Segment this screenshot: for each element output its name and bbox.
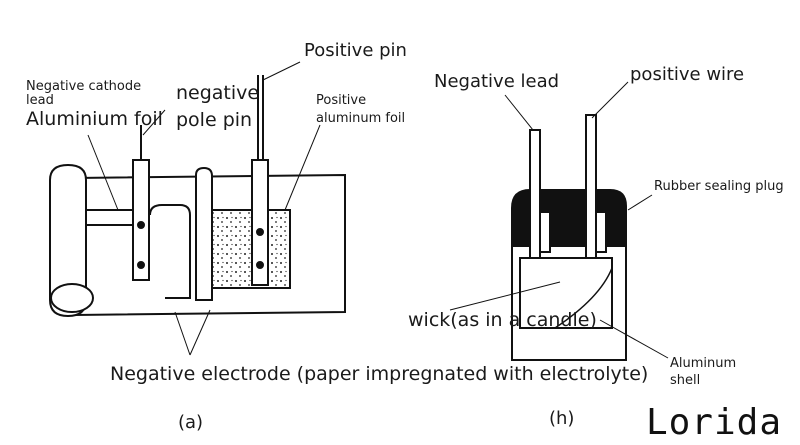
label-positive-aluminum-foil: Positive aluminum foil	[316, 93, 406, 126]
negative-foil-sheet	[86, 209, 141, 226]
label-aluminium-foil: Aluminium foil	[26, 108, 163, 130]
label-negative-lead: Negative lead	[434, 71, 560, 92]
negative-lead-wire	[529, 129, 541, 259]
diagram-a	[49, 61, 346, 356]
caption-a: (a)	[178, 412, 204, 433]
positive-pin	[251, 159, 269, 286]
positive-lead-wire	[585, 114, 597, 259]
label-positive-wire: positive wire	[630, 64, 745, 85]
brand-logo: Lorida	[645, 402, 782, 443]
label-wick: wick(as in a candle)	[408, 309, 597, 331]
paper-fold-mid	[195, 166, 213, 301]
caption-h: (h)	[549, 408, 575, 429]
label-negative-electrode: Negative electrode (paper impregnated wi…	[110, 363, 649, 385]
label-positive-pin: Positive pin	[304, 40, 407, 61]
wick-roll	[519, 257, 613, 329]
aluminum-shell	[511, 246, 627, 361]
label-negative-cathode-lead: Negative cathode lead	[26, 79, 142, 108]
diagram-h	[449, 81, 669, 361]
label-rubber-sealing-plug: Rubber sealing plug	[654, 179, 784, 194]
paper-fold-left	[149, 204, 191, 299]
label-aluminum-shell: Aluminum shell	[670, 356, 737, 388]
label-negative-pole-pin: negative pole pin	[176, 82, 260, 131]
